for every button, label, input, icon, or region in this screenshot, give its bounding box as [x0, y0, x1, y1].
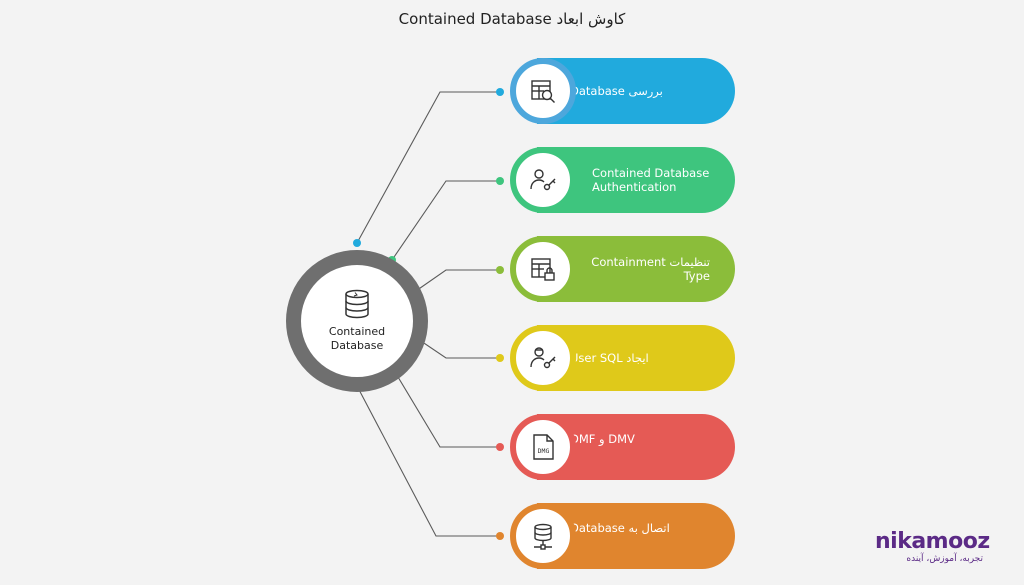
item-label-4: ایجاد User SQL: [570, 351, 649, 365]
user-key-icon: [510, 325, 576, 391]
connector-3-end-dot: [496, 266, 504, 274]
diagram-title: کاوش ابعاد Contained Database: [398, 10, 626, 28]
database-network-icon: [510, 503, 576, 569]
table-search-icon: [510, 58, 576, 124]
item-row-6: اتصال به Database: [510, 503, 735, 569]
user-key-icon: [510, 147, 576, 213]
connector-1-start-dot: [353, 239, 361, 247]
connector-6-end-dot: [496, 532, 504, 540]
item-row-3: تنظیمات Containment Type: [510, 236, 735, 302]
connector-2: [391, 180, 500, 261]
item-row-4: ایجاد User SQL: [510, 325, 735, 391]
nikamooz-logo: nikamooz تجربه، آموزش، آینده: [875, 530, 1010, 570]
connector-5-end-dot: [496, 443, 504, 451]
item-label-2: Contained Database Authentication: [592, 166, 710, 194]
connector-1: [356, 91, 500, 244]
item-label-1: بررسی Database: [570, 84, 663, 98]
central-label: Contained Database: [328, 325, 386, 352]
table-lock-icon: [510, 236, 576, 302]
connector-2-end-dot: [496, 177, 504, 185]
dmg-file-icon: DMG: [510, 414, 576, 480]
item-label-5: DMV و DMF: [570, 432, 635, 446]
connector-6: [355, 383, 500, 537]
central-node: Contained Database: [286, 250, 428, 392]
connector-4-end-dot: [496, 354, 504, 362]
logo-wordmark: nikamooz: [875, 529, 990, 554]
item-label-3: تنظیمات Containment Type: [591, 255, 710, 283]
item-row-2: Contained Database Authentication: [510, 147, 735, 213]
item-label-6: اتصال به Database: [570, 521, 670, 535]
svg-text:DMG: DMG: [538, 447, 550, 455]
logo-tagline: تجربه، آموزش، آینده: [906, 554, 983, 564]
database-icon: [345, 289, 369, 319]
connector-3: [412, 269, 500, 294]
item-row-1: بررسی Database: [510, 58, 735, 124]
connector-5: [391, 366, 500, 448]
connector-1-end-dot: [496, 88, 504, 96]
item-row-5: DMV و DMF DMG: [510, 414, 735, 480]
